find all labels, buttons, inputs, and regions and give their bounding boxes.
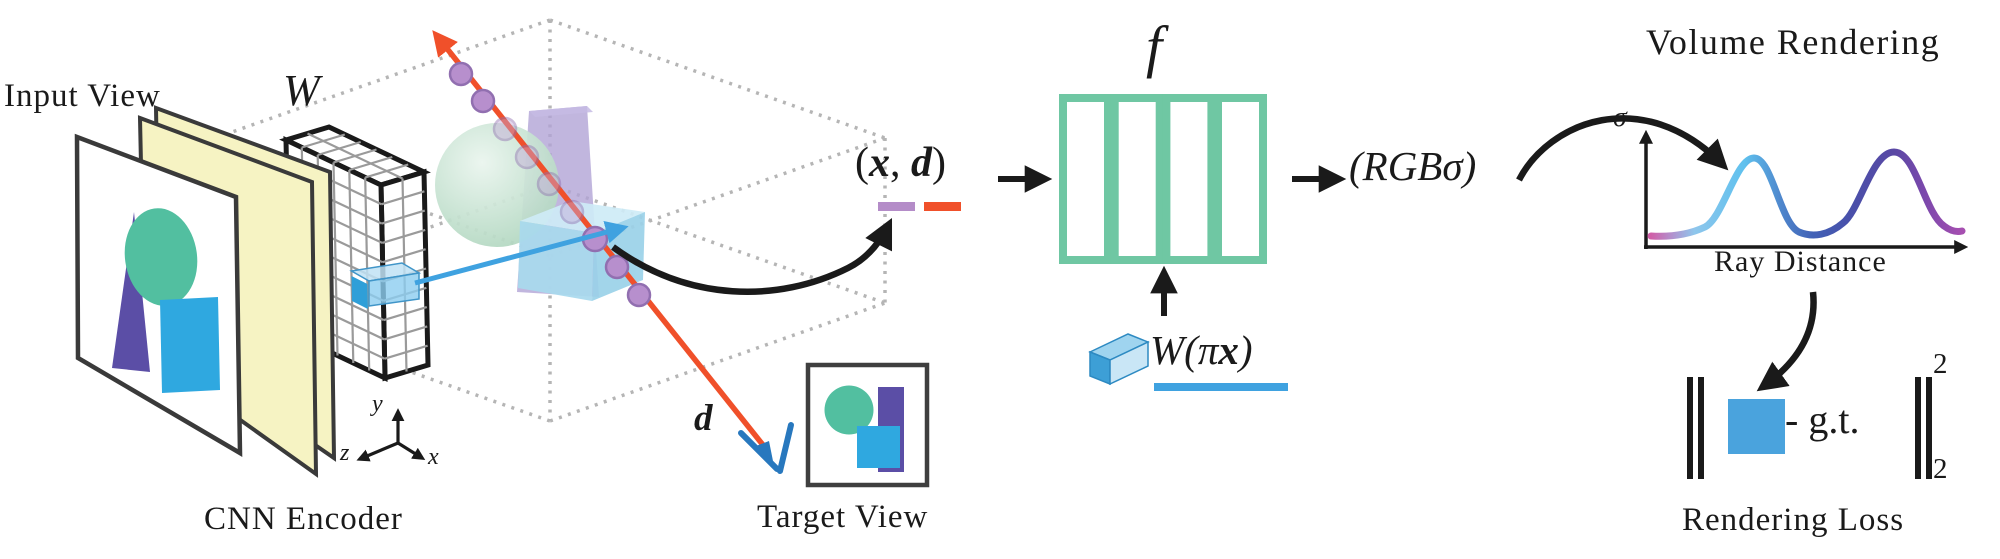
norm-bar [1915, 377, 1921, 479]
target-view-label: Target View [757, 499, 929, 535]
wpx-feature-label: W(πx) [1150, 327, 1253, 373]
norm-bar [1687, 377, 1693, 479]
target-blue-square [857, 426, 900, 468]
axis-y-label: y [372, 391, 383, 417]
input-image-circle [124, 208, 198, 306]
cnn-encoder-label: CNN Encoder [204, 501, 403, 537]
view-direction-label: d [694, 398, 713, 439]
volume-rendering-title: Volume Rendering [1646, 22, 1941, 62]
norm-subscript: 2 [1933, 453, 1948, 485]
flow-arrows [611, 115, 1817, 392]
eye-icon [738, 422, 794, 474]
rgb-sigma-label: (RGBσ) [1349, 143, 1477, 189]
target-view-thumb [805, 362, 930, 488]
ray-distance-axis-label: Ray Distance [1714, 245, 1887, 278]
sample-points [448, 61, 652, 308]
norm-superscript: 2 [1933, 348, 1948, 380]
w-feature-label: W [283, 66, 320, 115]
sigma-axis-label: σ [1613, 102, 1627, 133]
rgbs-to-plot-arrow [1516, 115, 1729, 182]
sample-to-xd-arrow [611, 217, 893, 295]
feature-cuboid-icon [1088, 333, 1150, 386]
density-plot [1639, 129, 1969, 254]
input-planes [74, 105, 337, 478]
wpx-underline [1154, 383, 1288, 391]
axes-triad [356, 408, 426, 462]
input-image-triangle [112, 212, 150, 372]
camera-ray [432, 30, 766, 447]
density-curve [1647, 148, 1966, 240]
d-underline [924, 202, 961, 211]
mlp-f-label: f [1146, 14, 1163, 79]
plot-to-loss-arrow [1756, 291, 1817, 392]
x-underline [878, 202, 915, 211]
axis-x-label: x [428, 444, 439, 470]
input-view-label: Input View [4, 78, 161, 114]
norm-bar [1698, 377, 1704, 479]
xd-input-label: (x, d) [855, 140, 946, 186]
norm-bar [1926, 377, 1932, 479]
projection-ray [414, 221, 629, 286]
mlp-blocks [1059, 94, 1267, 264]
input-image-square [160, 297, 220, 393]
predicted-color-square [1728, 399, 1785, 454]
target-green-circle [824, 385, 874, 435]
rendering-loss-label: Rendering Loss [1682, 502, 1905, 538]
minus-gt-label: - g.t. [1785, 397, 1860, 442]
extracted-feature-cuboid [349, 262, 422, 307]
axis-z-label: z [340, 440, 350, 466]
highlighted-feature-cell [351, 276, 368, 309]
